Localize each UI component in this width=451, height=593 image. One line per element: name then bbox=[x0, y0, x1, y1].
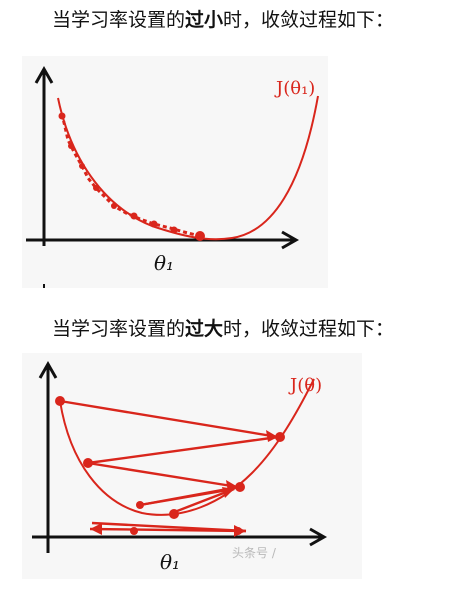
watermark: 头条号 / bbox=[232, 544, 276, 561]
caption-small-learning-rate: 当学习率设置的过小时，收敛过程如下： bbox=[52, 8, 394, 32]
step-point bbox=[235, 482, 245, 492]
step-point bbox=[83, 458, 93, 468]
caption-emphasis: 过小 bbox=[185, 9, 224, 31]
step-point bbox=[93, 185, 99, 191]
step-arrow bbox=[59, 399, 279, 439]
step-point bbox=[130, 527, 138, 535]
step-arrow bbox=[87, 435, 279, 465]
x-axis-arrowhead bbox=[309, 527, 328, 547]
step-point bbox=[234, 527, 242, 535]
arrowhead bbox=[266, 430, 278, 442]
small-step-path bbox=[60, 113, 201, 238]
curve-label: J(θ₁) bbox=[274, 78, 315, 99]
gradient-descent-large-step-figure: J(θ) θ₁ bbox=[32, 360, 328, 574]
y-axis-arrowhead bbox=[34, 65, 54, 84]
oscillation-arrows bbox=[59, 399, 279, 533]
cost-curve bbox=[59, 378, 315, 516]
curve-label: J(θ) bbox=[288, 375, 322, 396]
gradient-descent-small-step-figure: J(θ₁) θ₁ bbox=[26, 65, 319, 288]
figure-small-learning-rate: J(θ₁) θ₁ bbox=[22, 56, 328, 288]
caption-text: 当学习率设置的 bbox=[52, 9, 186, 31]
step-arrow bbox=[139, 487, 235, 507]
arrowhead bbox=[90, 523, 102, 535]
arrowheads bbox=[90, 430, 278, 537]
watermark-text: 头条号 / bbox=[232, 546, 276, 560]
step-markers bbox=[55, 396, 285, 535]
caption-text: 时，收敛过程如下： bbox=[223, 318, 395, 340]
x-axis-arrowhead bbox=[281, 230, 300, 250]
step-point bbox=[58, 112, 66, 120]
step-point bbox=[169, 509, 179, 519]
caption-emphasis: 过大 bbox=[185, 318, 224, 340]
step-arrow bbox=[87, 461, 239, 489]
step-point bbox=[111, 203, 117, 209]
step-point bbox=[55, 396, 65, 406]
step-point bbox=[79, 163, 85, 169]
y-axis-arrowhead bbox=[38, 360, 58, 379]
cost-curve bbox=[57, 95, 319, 241]
figure-large-learning-rate: J(θ) θ₁ bbox=[22, 353, 362, 579]
step-point bbox=[275, 432, 285, 442]
x-axis-label: θ₁ bbox=[154, 251, 174, 275]
step-point bbox=[150, 220, 158, 228]
arrowhead bbox=[222, 487, 234, 498]
step-point bbox=[68, 143, 74, 149]
step-point bbox=[170, 226, 178, 234]
step-markers bbox=[58, 112, 205, 241]
x-axis-label: θ₁ bbox=[160, 550, 180, 574]
step-point bbox=[136, 501, 144, 509]
minimum-point bbox=[195, 231, 205, 241]
caption-large-learning-rate: 当学习率设置的过大时，收敛过程如下： bbox=[52, 317, 394, 341]
caption-text: 时，收敛过程如下： bbox=[223, 9, 395, 31]
caption-text: 当学习率设置的 bbox=[52, 318, 186, 340]
step-point bbox=[130, 212, 138, 220]
step-arrow bbox=[89, 527, 247, 533]
